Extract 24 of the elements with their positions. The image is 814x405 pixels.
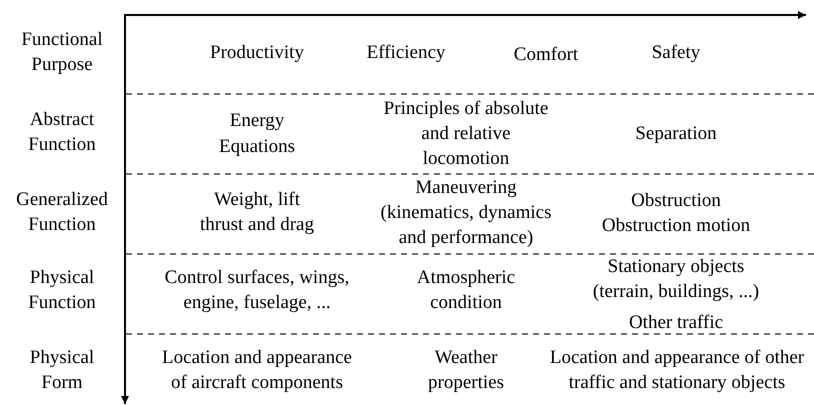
table-entry: Stationary objects (terrain, buildings, ...) [592, 255, 760, 304]
table-entry: Location and appearance of other traffic and stationary objects [548, 346, 806, 395]
table-entry: Separation [635, 122, 717, 146]
level-heading: Functional Purpose [20, 28, 104, 77]
table-entry: Obstruction [631, 188, 721, 212]
table-entry: Equations [219, 134, 295, 158]
table-entry: Comfort [514, 42, 578, 66]
table-entry: Principles of absolute and relative locomotion [382, 96, 550, 170]
table-entry: Other traffic [628, 310, 724, 334]
table-entry: Obstruction motion [602, 214, 750, 238]
table-entry: Energy [230, 108, 284, 132]
level-heading: Generalized Function [15, 188, 109, 237]
table-entry: Location and appearance of aircraft components [161, 346, 353, 395]
table-entry: Control surfaces, wings, engine, fuselage, ... [164, 266, 350, 315]
level-heading: Abstract Function [27, 108, 97, 157]
table-entry: Efficiency [366, 40, 446, 64]
level-heading: Physical Function [27, 266, 97, 315]
level-heading: Physical Form [28, 346, 96, 395]
table-entry: Atmospheric condition [416, 266, 516, 315]
table-entry: Productivity [210, 40, 304, 64]
table-entry: Weight, lift thrust and drag [200, 188, 314, 237]
table-entry: Weather properties [428, 346, 504, 395]
table-entry: Maneuvering (kinematics, dynamics and performance) [380, 176, 552, 250]
table-entry: Safety [652, 40, 700, 64]
